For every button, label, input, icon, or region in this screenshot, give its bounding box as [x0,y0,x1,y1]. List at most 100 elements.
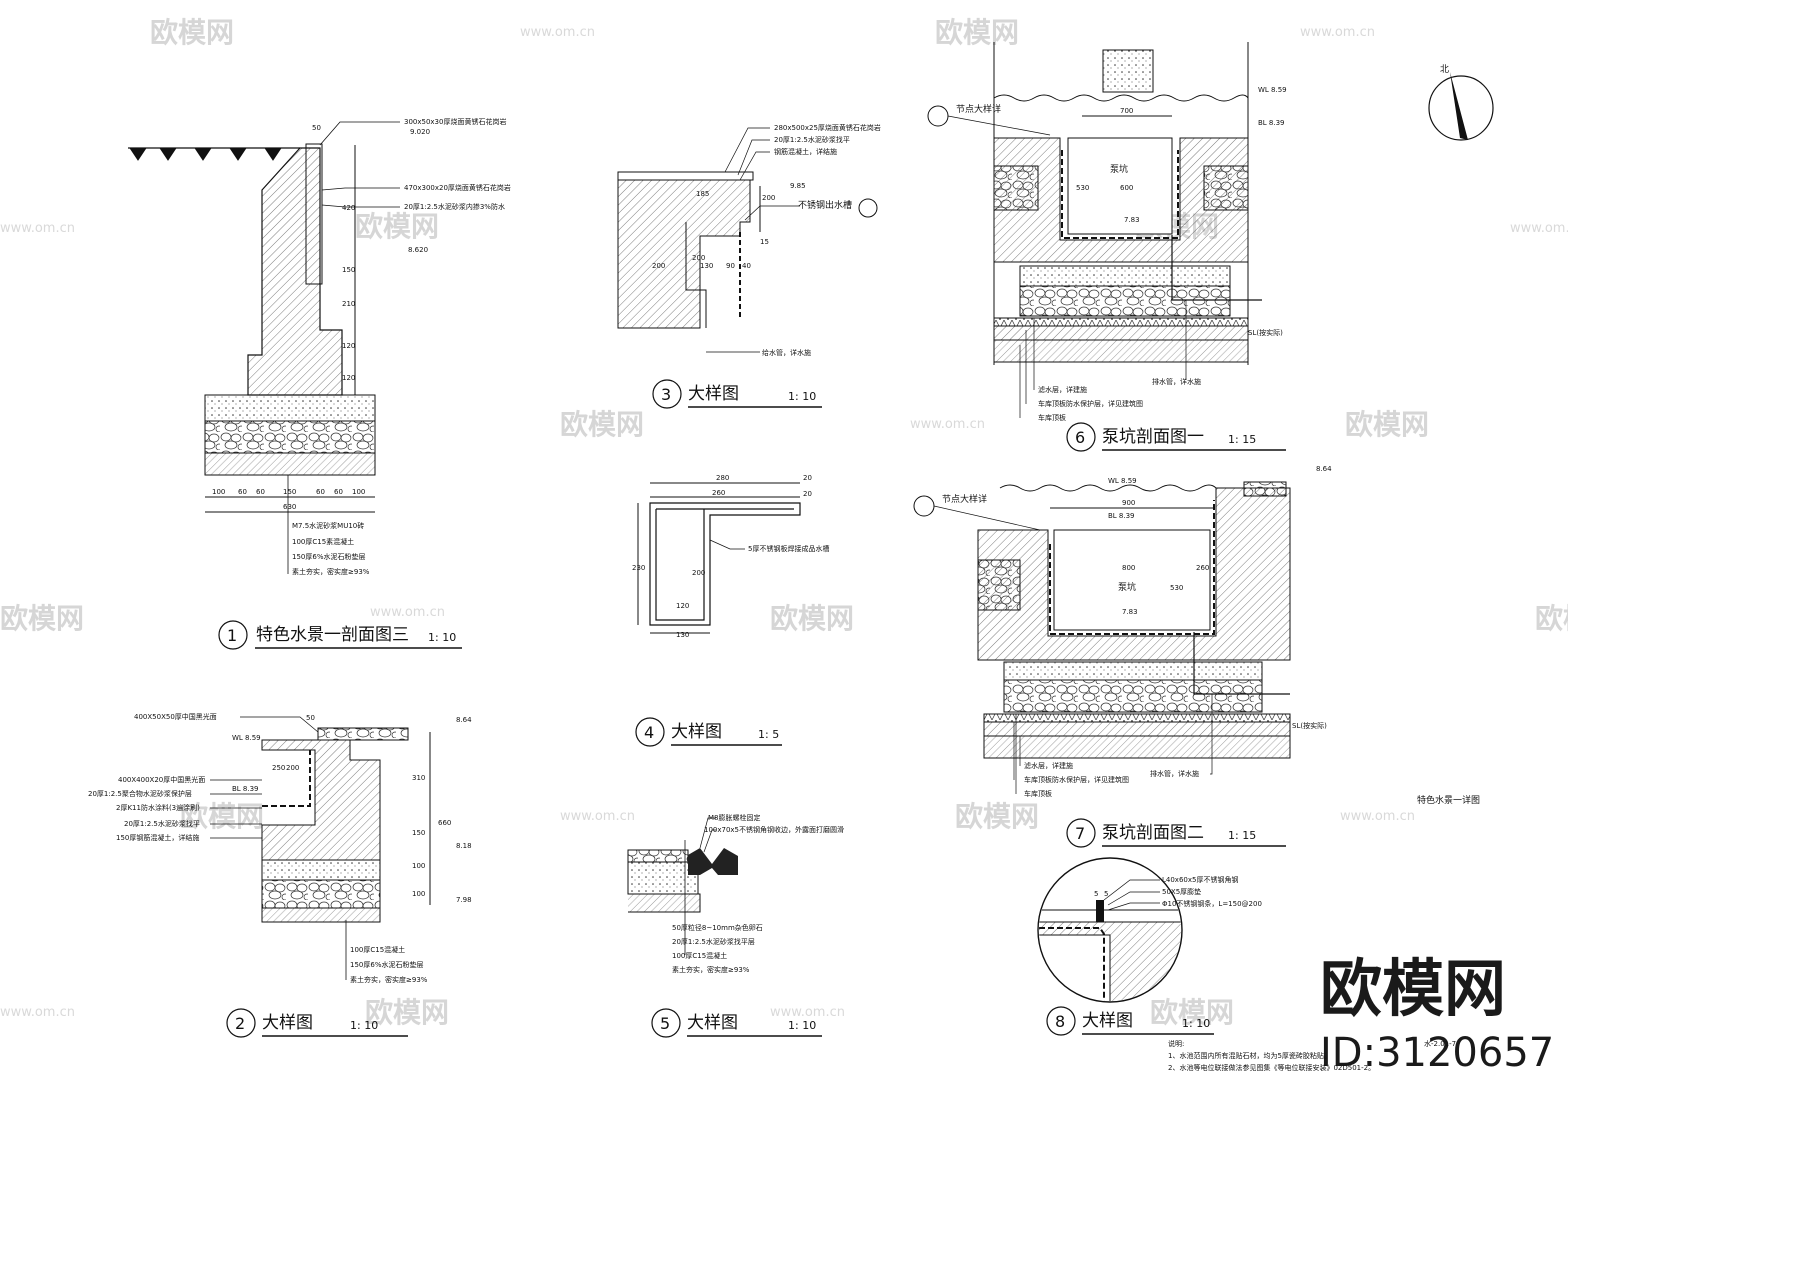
planting-edge [688,848,738,875]
dims-bottom: 100 60 60 150 60 60 100 630 [212,488,365,511]
detail-title: 特色水景一剖面图三 [256,625,409,645]
detail-title: 大样图 [687,1013,738,1033]
callout: 20厚1:2.5水泥砂浆找平 [774,135,850,144]
watermark-brand-row-6: www.om.cn 欧模网 www.om.cn 欧模网 [0,996,1234,1029]
layer-note: 50厚粒径8~10mm杂色卵石 [672,923,763,932]
water-surface [993,94,1249,102]
callout: 给水管，详水施 [762,348,811,357]
dim-total: 630 [283,503,296,511]
leader-lines [1103,879,1160,911]
layer-note: 素土夯实，密实度≥93% [292,567,370,576]
dim-text: 200 [692,569,705,577]
level-mark: 9.020 [410,128,430,136]
callout: 100x70x5不锈钢角钢收边，外露面打磨圆滑 [704,825,844,834]
watermark-brand: 欧模网 [150,16,234,49]
dims-side: 50 420 150 210 120 120 [312,124,355,382]
layer-note: 100厚C15混凝土 [350,945,405,954]
layer-note: 150厚6%水泥石粉垫层 [350,960,423,969]
callout: 2厚K11防水涂料(3遍涂刷) [116,803,200,812]
callout: 20厚1:2.5水泥砂浆找平 [124,819,200,828]
leader-lines [319,121,400,208]
ref-tag: 节点大样详 [913,493,1041,531]
drain-pipe [1171,235,1262,301]
watermark-site: www.om.cn [1510,221,1568,236]
drain-layer [983,713,1291,723]
callout: 节点大样详 [942,493,987,505]
garage-roof-slab [983,735,1291,759]
detail-title: 大样图 [671,722,722,742]
detail-title-6: 6 泵坑剖面图一 1: 15 [1066,422,1286,452]
dim-text: 150 [412,829,425,837]
soil-layer [204,452,376,476]
dim-text: 100 [212,488,225,496]
dim-text: 660 [438,819,451,827]
wall-section [1039,921,1181,1001]
waterproof-line [1061,150,1179,239]
concrete-layer [627,861,699,895]
detail-number-circle [1066,818,1096,848]
dims: 185 200 15 200 200 130 90 40 [652,190,775,270]
detail-number-circle [651,1008,681,1038]
dim-text: 120 [342,374,355,382]
dim-text: 60 [316,488,325,496]
wall-section [247,147,343,396]
detail-number: 3 [661,385,671,404]
feature-block [1102,49,1154,93]
detail-scale: 1: 10 [1182,1017,1210,1030]
level-mark: SL(按实际) [1292,721,1327,730]
sheet-code: 水-2.01-7 [1424,1039,1456,1048]
layer-note: M7.5水泥砂浆MU10砖 [292,521,364,530]
detail-1: 100 60 60 150 60 60 100 630 50 420 150 2… [128,117,511,650]
concrete-base [1019,265,1231,287]
level-mark: 7.98 [456,896,472,904]
drawing-sheet: 欧模网 www.om.cn 欧模网 www.om.cn www.om.cn 欧模… [0,16,1619,1076]
water-pipe [685,222,707,328]
pump-pit [1067,137,1173,235]
north-arrow: 北 [1428,64,1494,141]
north-label: 北 [1440,64,1449,75]
dim-text: 50 [312,124,321,132]
watermark-site: www.om.cn [370,605,445,620]
gravel-pocket [977,559,1021,611]
soil-layer [261,907,381,923]
callout: 280x500x25厚烧面黄锈石花岗岩 [774,123,881,132]
pump-pit [1053,529,1211,631]
callout: Φ10不锈钢钢条，L=150@200 [1162,899,1262,908]
callout: 20厚1:2.5水泥砂浆内掺3%防水 [404,202,505,211]
gravel-layer [1003,679,1263,713]
callout: 400X400X20厚中国黑光面 [118,775,205,784]
dim-text: 250 [272,764,285,772]
callout: 300x50x30厚烧面黄锈石花岗岩 [404,117,506,126]
layer-note: 100厚C15混凝土 [672,951,727,960]
reference-bubble [858,198,878,218]
dim-text: 130 [676,631,689,639]
detail-title: 大样图 [688,384,739,404]
detail-title-2: 2 大样图 1: 10 [226,1008,408,1038]
reference-bubble [913,495,935,517]
ref-tag: 节点大样详 [927,103,1051,136]
callout: 车库顶板防水保护层，详见建筑图 [1024,775,1129,784]
detail-6: 700 600 530 泵坑 7.83 WL 8.59 BL 8.39 SL(按… [927,42,1287,452]
dim-text: 700 [1120,107,1133,115]
dim-text: 185 [696,190,709,198]
waterproof-line [262,750,311,807]
turf-symbol [129,147,282,161]
dim-text: 100 [352,488,365,496]
roof-protection-layer [983,721,1291,737]
dim-text: 260 [1196,564,1209,572]
leader-lines [210,716,319,839]
detail-number-circle [1066,422,1096,452]
callout: 不锈钢出水槽 [798,199,852,211]
granite-cap [305,143,323,285]
detail-title: 泵坑剖面图二 [1102,823,1204,843]
callout: 滤水层，详建施 [1024,761,1073,770]
detail-number: 5 [660,1014,670,1033]
level-mark: WL 8.59 [1258,86,1287,94]
watermark-brand: 欧模网 [1345,408,1429,441]
layer-note: 100厚C15素混凝土 [292,537,354,546]
level-mark: 7.83 [1122,608,1138,616]
garage-roof-slab [993,339,1249,363]
drawing-canvas: 欧模网 www.om.cn 欧模网 www.om.cn www.om.cn 欧模… [0,16,1619,1076]
sheet-caption: 特色水景一详图 [1417,794,1480,806]
dim-text: 100 [412,890,425,898]
